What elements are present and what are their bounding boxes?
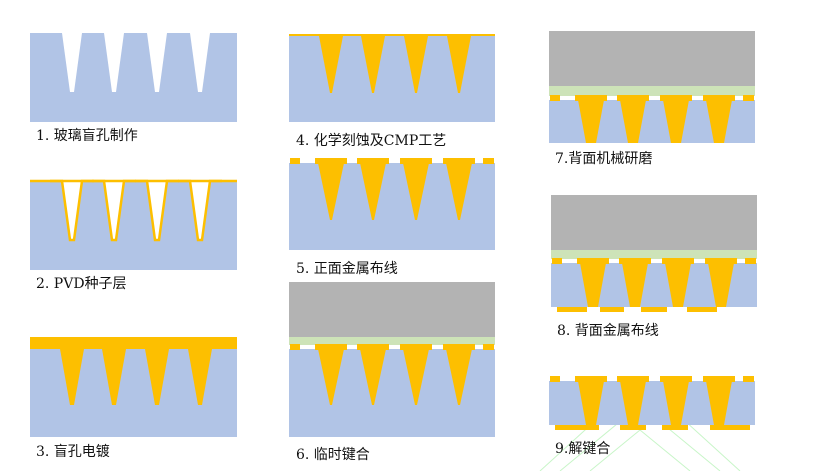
filled-via xyxy=(622,263,648,307)
filled-via xyxy=(188,349,212,405)
top-metal-pad xyxy=(400,158,432,164)
top-metal-pad xyxy=(743,376,754,382)
carrier-wafer xyxy=(549,31,755,86)
step-7-label: 7.背面机械研磨 xyxy=(555,151,653,167)
filled-via xyxy=(663,381,689,425)
filled-via xyxy=(663,100,689,143)
top-metal-pad xyxy=(660,376,692,382)
filled-via xyxy=(319,36,343,93)
filled-via xyxy=(360,349,386,405)
filled-via xyxy=(620,381,646,425)
top-metal-pad xyxy=(315,158,347,164)
top-metal-pad xyxy=(619,258,651,264)
bottom-metal-pad xyxy=(710,425,750,430)
top-metal-pad xyxy=(617,376,649,382)
step-4-label: 4. 化学刻蚀及CMP工艺 xyxy=(296,133,447,149)
blind-via xyxy=(62,33,82,92)
step-2-label: 2. PVD种子层 xyxy=(36,276,127,292)
top-metal-pad xyxy=(703,95,735,101)
temporary-bonding-layer xyxy=(551,250,757,259)
blind-via xyxy=(104,181,124,240)
filled-via xyxy=(318,349,344,405)
filled-via xyxy=(318,163,344,220)
top-metal-pad xyxy=(357,344,389,350)
bottom-metal-pad xyxy=(620,425,646,430)
bottom-metal-pad xyxy=(600,307,624,312)
blind-via xyxy=(62,181,82,240)
filled-via xyxy=(447,36,471,93)
blind-via xyxy=(147,181,167,240)
top-metal-pad xyxy=(290,344,300,350)
carrier-wafer xyxy=(289,282,495,337)
blind-via xyxy=(104,33,124,92)
filled-via xyxy=(578,100,604,143)
filled-via xyxy=(578,381,604,425)
top-metal-pad xyxy=(617,95,649,101)
filled-via xyxy=(665,263,691,307)
temporary-bonding-layer xyxy=(289,337,495,345)
top-metal-pad xyxy=(290,158,300,164)
bottom-metal-pad xyxy=(557,307,587,312)
filled-via xyxy=(404,36,428,93)
filled-via xyxy=(706,381,732,425)
step-9-label: 9.解键合 xyxy=(555,441,611,457)
filled-via xyxy=(708,263,734,307)
filled-via xyxy=(706,100,732,143)
filled-via xyxy=(403,349,429,405)
top-metal-pad xyxy=(550,95,560,101)
filled-via xyxy=(360,163,386,220)
step-3-label: 3. 盲孔电镀 xyxy=(36,444,110,460)
top-metal-pad xyxy=(550,376,560,382)
top-metal-pad xyxy=(703,376,735,382)
bottom-metal-pad xyxy=(687,307,717,312)
top-metal-pad xyxy=(443,158,475,164)
filled-via xyxy=(620,100,646,143)
top-metal-pad xyxy=(575,376,607,382)
metal-residue xyxy=(289,34,495,36)
top-metal-pad xyxy=(577,258,609,264)
top-metal-pad xyxy=(662,258,694,264)
top-metal-pad xyxy=(552,258,562,264)
bottom-metal-pad xyxy=(662,425,688,430)
temporary-bonding-layer xyxy=(549,86,755,96)
filled-via xyxy=(446,163,472,220)
top-metal-pad xyxy=(443,344,475,350)
step-8-label: 8. 背面金属布线 xyxy=(557,323,659,339)
filled-via xyxy=(145,349,169,405)
blind-via xyxy=(190,33,210,92)
step-1-label: 1. 玻璃盲孔制作 xyxy=(36,128,138,144)
filled-via xyxy=(361,36,385,93)
top-metal-pad xyxy=(745,258,756,264)
filled-via xyxy=(403,163,429,220)
top-metal-pad xyxy=(315,344,347,350)
top-metal-pad xyxy=(483,158,494,164)
bottom-metal-pad xyxy=(641,307,667,312)
step-6-label: 6. 临时键合 xyxy=(296,447,370,463)
top-metal-pad xyxy=(400,344,432,350)
carrier-wafer xyxy=(551,195,757,250)
bottom-metal-pad xyxy=(555,425,599,430)
top-metal-pad xyxy=(575,95,607,101)
top-metal-pad xyxy=(483,344,494,350)
top-metal-pad xyxy=(705,258,737,264)
plated-copper-layer xyxy=(30,337,237,349)
filled-via xyxy=(102,349,126,405)
step-5-label: 5. 正面金属布线 xyxy=(296,261,398,277)
filled-via xyxy=(580,263,606,307)
top-metal-pad xyxy=(660,95,692,101)
filled-via xyxy=(60,349,84,405)
blind-via xyxy=(147,33,167,92)
top-metal-pad xyxy=(357,158,389,164)
blind-via xyxy=(190,181,210,240)
top-metal-pad xyxy=(743,95,754,101)
filled-via xyxy=(446,349,472,405)
